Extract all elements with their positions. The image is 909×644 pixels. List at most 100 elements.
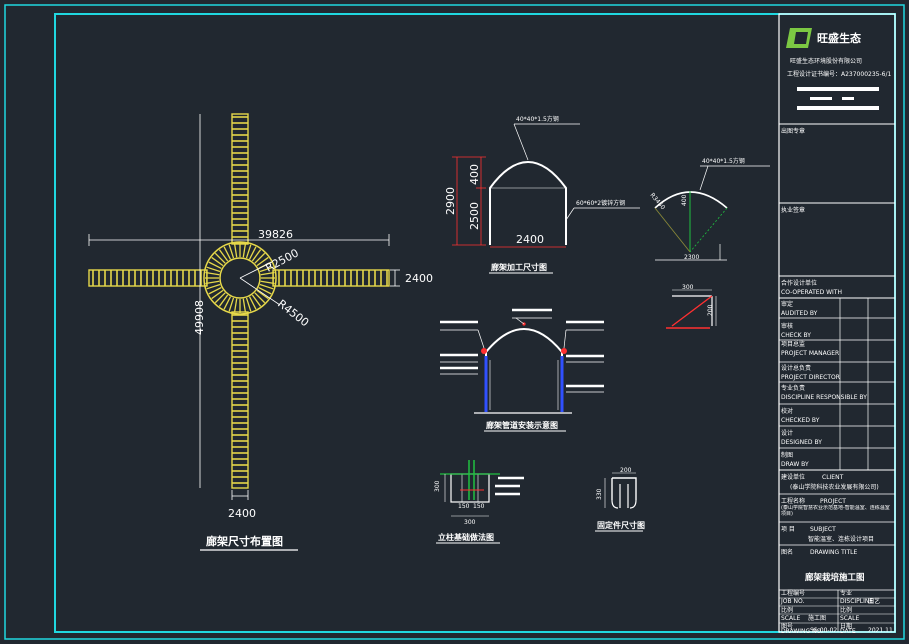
- ring-spoke: [228, 297, 235, 312]
- ring-spoke: [223, 296, 232, 310]
- qual-label: 执业签章: [781, 206, 805, 214]
- dim-49908: 49908: [193, 300, 206, 335]
- ring-spoke: [214, 252, 226, 264]
- subject-cn: 项 目: [781, 526, 795, 533]
- ring-spoke: [248, 296, 257, 310]
- ring-spoke: [256, 289, 269, 300]
- dim-2300: 2300: [684, 254, 699, 261]
- ring-spoke: [214, 292, 226, 304]
- disc2-cn: 专业: [840, 589, 852, 597]
- dim-39826: 39826: [258, 228, 293, 241]
- dim-foundation-300-left: 300: [434, 480, 441, 492]
- radius-4500: R4500: [275, 297, 311, 329]
- date-en: DATE: [840, 628, 856, 635]
- scale2-en: SCALE: [840, 615, 859, 622]
- client-value: (泰山学院科技农业发展有限公司): [790, 483, 879, 491]
- draw-en: DRAW BY: [781, 461, 809, 468]
- job-cn: 工程编号: [781, 589, 805, 597]
- ring-spoke: [223, 246, 232, 260]
- bracket-detail: 300 200: [666, 284, 717, 329]
- dd-en: PROJECT DIRECTOR: [781, 374, 840, 381]
- dim-arc-400: 400: [681, 194, 688, 206]
- dim-hanger-side: 330: [596, 488, 603, 500]
- coop-en: CO-OPERATED WITH: [781, 289, 842, 296]
- drawing-no-cn: 图号: [781, 623, 793, 630]
- date-value: 2021.11: [868, 627, 893, 634]
- title-block: 旺盛生态 旺盛生态环境股份有限公司 工程设计证书编号：A237000235-6/…: [778, 13, 896, 635]
- ring-spoke: [260, 271, 275, 276]
- ring-spoke: [211, 256, 224, 267]
- client-cn: 建设单位: [781, 473, 805, 481]
- dim-2400-bottom: 2400: [228, 507, 256, 520]
- scale-value: 施工图: [808, 614, 826, 622]
- ring-spoke: [206, 283, 221, 290]
- pipe-installation-detail: 廊架管道安装示意图: [440, 308, 604, 432]
- seal-label: 出图专章: [781, 127, 805, 135]
- ring-spoke: [259, 266, 274, 273]
- ring-spoke: [254, 292, 266, 304]
- dim-frame-2400: 2400: [516, 233, 544, 246]
- drawing-no-value: SS-00-02: [810, 627, 837, 634]
- ring-spoke: [259, 283, 274, 290]
- disc2-en: DISCIPLINE: [840, 598, 873, 605]
- ring-spoke: [251, 294, 262, 307]
- design-cn: 设计: [781, 429, 793, 437]
- cert-line: 工程设计证书编号：A237000235-6/1: [787, 70, 891, 78]
- scale-en: SCALE: [781, 615, 800, 622]
- ring-spoke: [245, 297, 252, 312]
- company-name: 旺盛生态环境股份有限公司: [790, 57, 862, 65]
- scale2-cn: 比例: [840, 606, 852, 614]
- design-en: DESIGNED BY: [781, 439, 822, 446]
- ring-spoke: [218, 294, 229, 307]
- ring-spoke: [233, 298, 238, 313]
- callout-frame-side: 60*60*2镀锌方钢: [576, 199, 625, 207]
- ring-spoke: [205, 280, 220, 285]
- callout-frame-top: 40*40*1.5方钢: [516, 115, 559, 123]
- check-en: CHECK BY: [781, 332, 811, 339]
- drawing-title-value: 廊架栽培施工图: [805, 572, 865, 583]
- callout-arc: 40*40*1.5方钢: [702, 157, 745, 165]
- dim-2400-right: 2400: [405, 272, 433, 285]
- subject-value: 智能温室、连栋设计项目: [808, 535, 874, 543]
- outer-border: [4, 4, 905, 640]
- column-foundation-detail: 300 150 150 300 立柱基础做法图: [434, 460, 524, 544]
- dim-bracket-200: 200: [707, 304, 714, 316]
- ring-spoke: [208, 286, 222, 295]
- disc-cn: 专业负责: [781, 384, 805, 392]
- checked-cn: 校对: [781, 407, 793, 415]
- ring-spoke: [218, 249, 229, 262]
- audit-cn: 审定: [781, 300, 793, 308]
- drawing-no-en: DRAWING NO.: [781, 628, 823, 635]
- ring-spoke: [254, 252, 266, 264]
- ring-spoke: [260, 280, 275, 285]
- dim-foundation-150b: 150: [473, 503, 485, 510]
- dim-foundation-300-bottom: 300: [464, 519, 476, 526]
- project-en: PROJECT: [820, 498, 846, 505]
- arc-detail: 2300 400 R3450 40*40*1.5方钢: [648, 157, 770, 261]
- ring-spoke: [258, 286, 272, 295]
- pm-cn: 项目总监: [781, 340, 805, 348]
- ring-spoke: [245, 244, 252, 259]
- drawing-title-en: DRAWING TITLE: [810, 549, 858, 556]
- client-en: CLIENT: [822, 474, 844, 481]
- ring-spoke: [211, 289, 224, 300]
- drawing-title-cn: 图名: [781, 548, 793, 556]
- caption-pipe: 廊架管道安装示意图: [486, 420, 558, 430]
- disc-en: DISCIPLINE RESPONSIBLE BY: [781, 394, 867, 401]
- hanger-detail: 200 330 固定件尺寸图: [595, 467, 645, 532]
- ring-spoke: [208, 261, 222, 270]
- ring-spoke: [228, 244, 235, 259]
- checked-en: CHECKED BY: [781, 417, 820, 424]
- dim-400: 400: [468, 164, 481, 185]
- ring-spoke: [251, 249, 262, 262]
- dim-foundation-150a: 150: [458, 503, 470, 510]
- caption-hanger: 固定件尺寸图: [597, 520, 645, 530]
- dd-cn: 设计总负责: [781, 364, 811, 372]
- dim-bracket-300: 300: [682, 284, 694, 291]
- ring-spoke: [233, 243, 238, 258]
- caption-layout: 廊架尺寸布置图: [206, 534, 283, 548]
- logo-text: 旺盛生态: [817, 31, 861, 45]
- dim-2500: 2500: [468, 202, 481, 230]
- caption-foundation: 立柱基础做法图: [438, 532, 494, 542]
